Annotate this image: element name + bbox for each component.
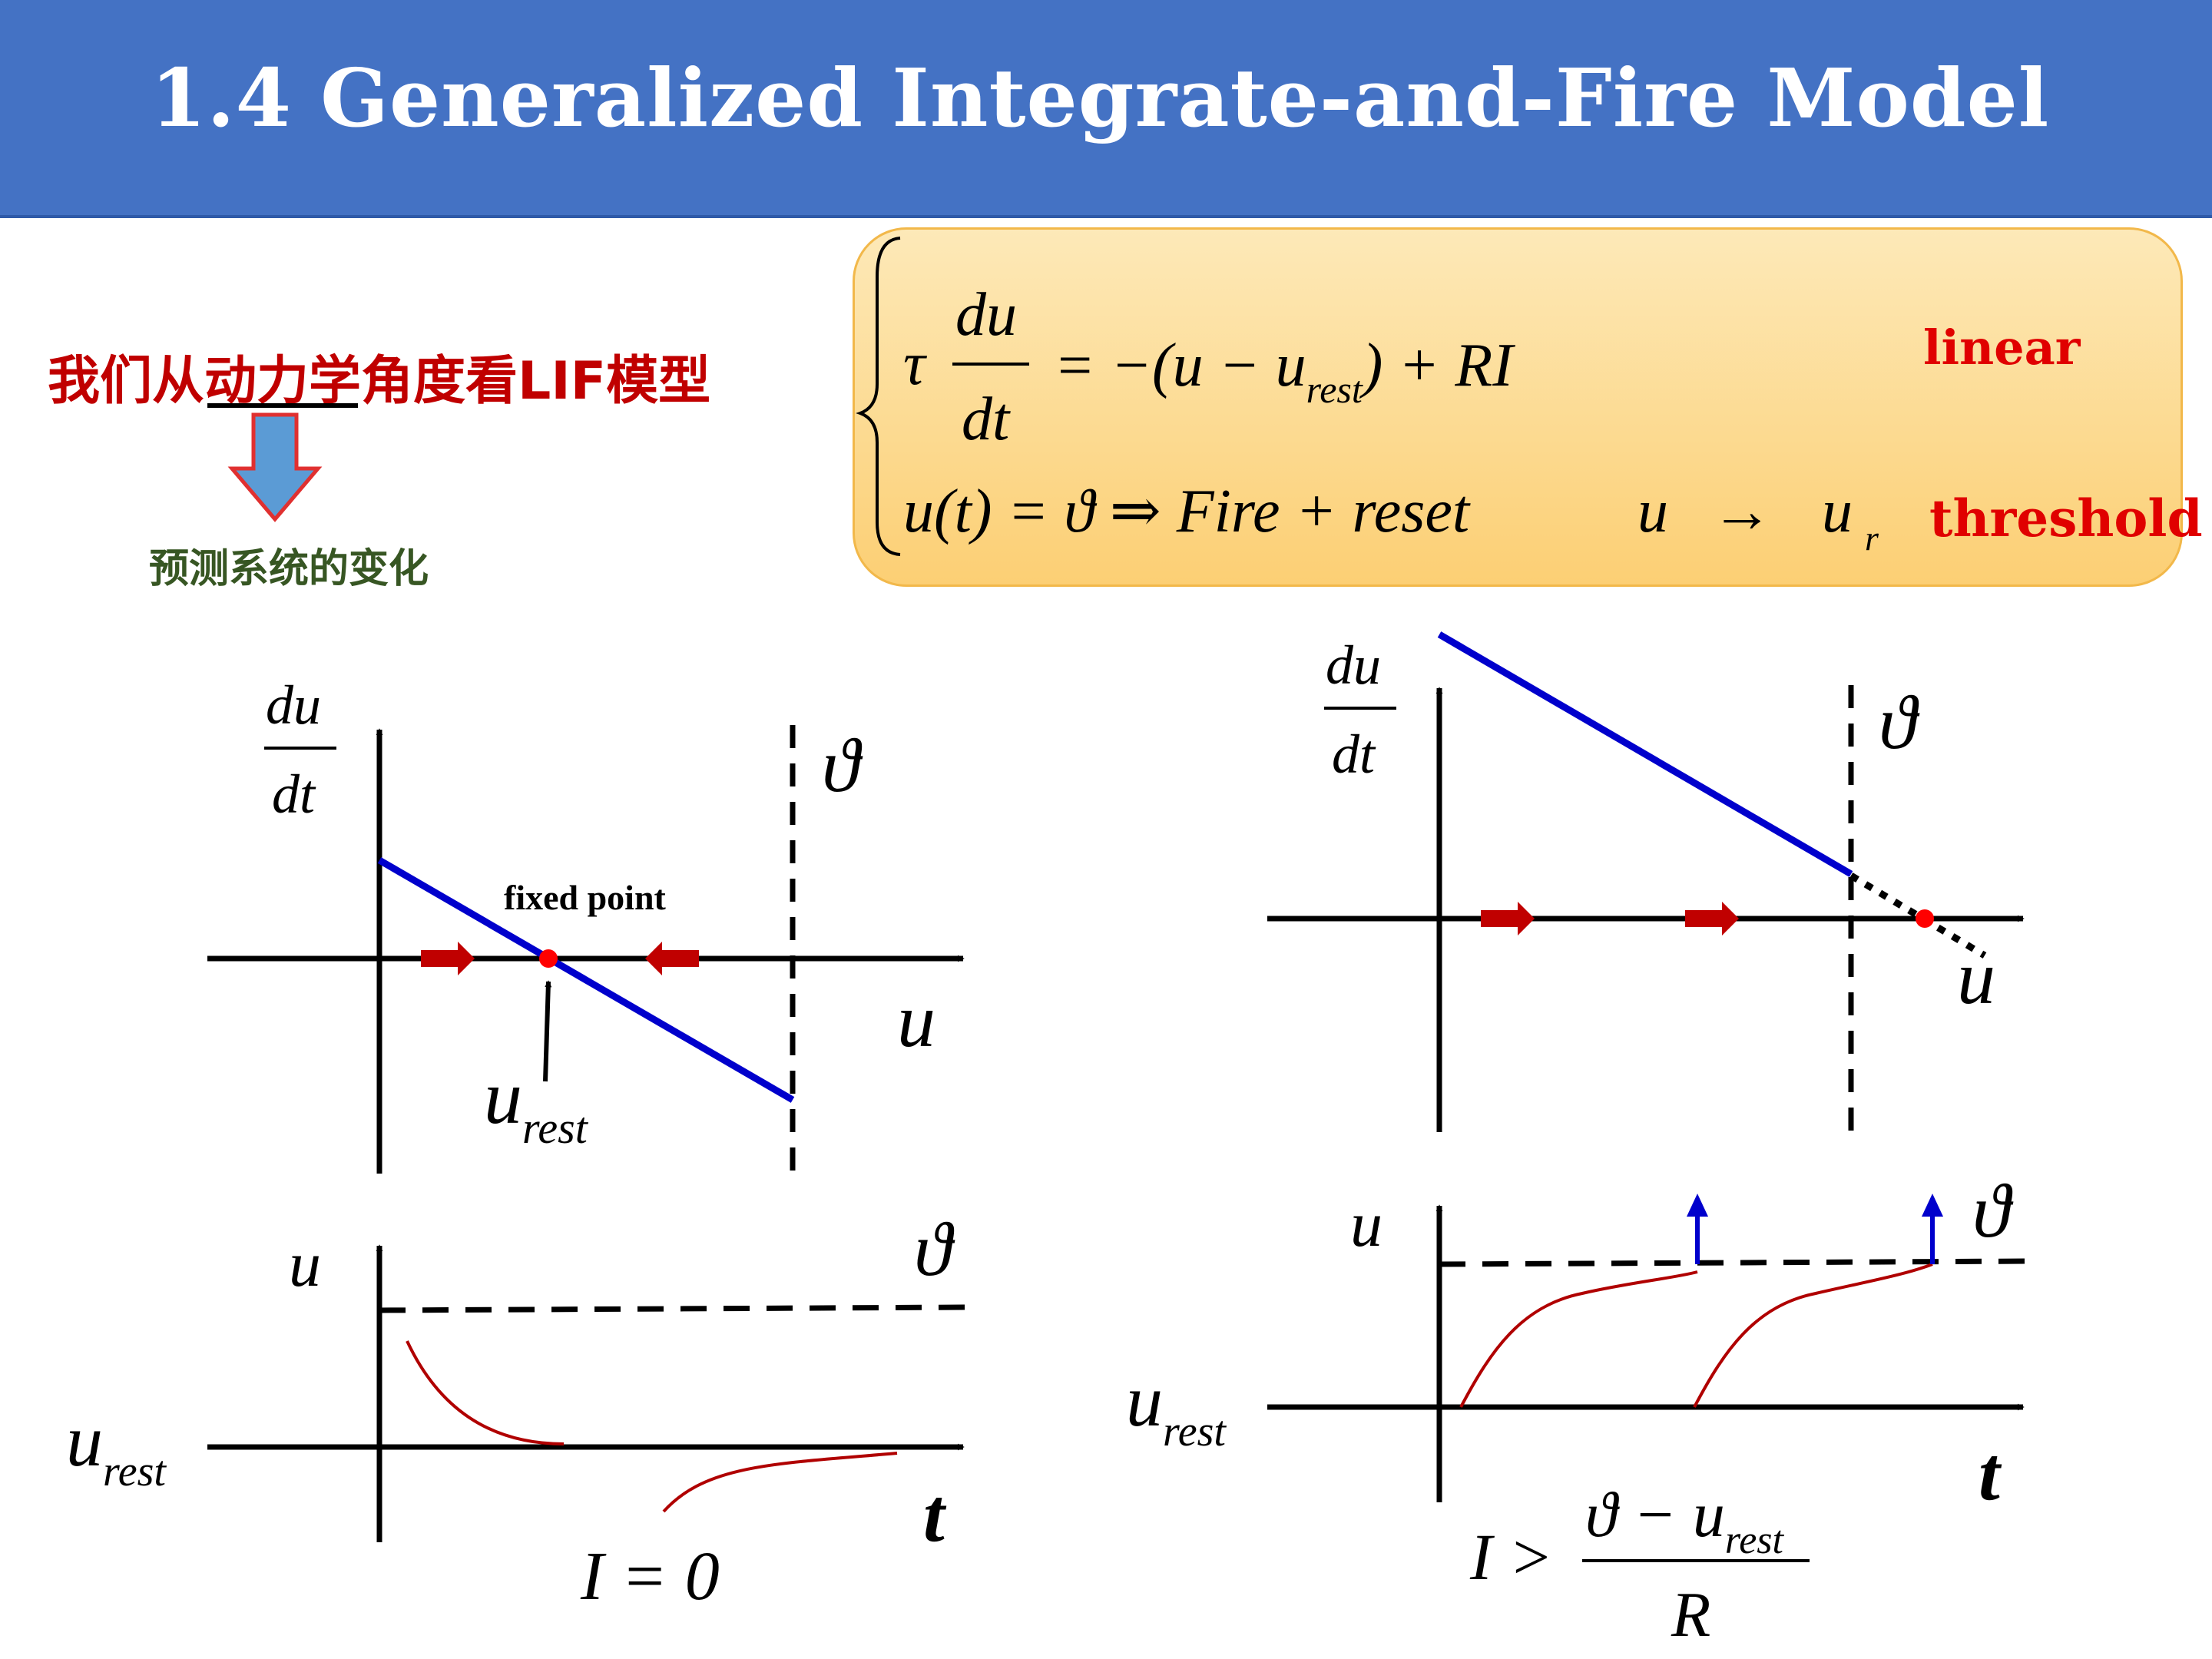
left-phase-ylabel-den: dt — [272, 763, 316, 825]
flow-right-arrow-icon — [1685, 902, 1739, 935]
right-phase-plot: du dt ϑ u — [1267, 631, 2025, 1144]
eq-rhs: = −(u − urest) + RI — [1054, 332, 1515, 411]
right-time-plot: u ϑ t urest I > ϑ − urest R — [1126, 1168, 2027, 1651]
flow-left-arrow-icon — [645, 942, 699, 975]
left-time-threshold-label: ϑ — [914, 1207, 955, 1292]
left-fixed-point — [539, 949, 558, 968]
intro-heading: 我们从动力学角度看LIF模型 — [48, 351, 711, 412]
eq-du: du — [955, 281, 1017, 349]
title-bar: 1.4 Generalized Integrate-and-Fire Model — [0, 0, 2212, 218]
right-time-threshold-label: ϑ — [1972, 1168, 2014, 1253]
down-arrow-icon — [227, 412, 323, 522]
flow-right-arrow-icon — [421, 942, 475, 975]
eq-fire: u(t) = ϑ ⇒ Fire + reset — [903, 478, 1471, 545]
fixed-point-pointer — [543, 980, 552, 1082]
right-phase-ylabel-den: dt — [1332, 724, 1376, 785]
decay-curve-from-below — [662, 1452, 898, 1513]
right-phase-linear-line — [1437, 631, 1853, 877]
tag-threshold: threshold — [1929, 488, 2203, 548]
charge-curve-2 — [1693, 1263, 1933, 1408]
spike-arrowhead-icon — [1687, 1194, 1708, 1217]
eq-dt: dt — [962, 386, 1011, 453]
left-time-plot: u ϑ t urest I = 0 — [66, 1207, 967, 1614]
right-time-threshold-line — [1439, 1258, 2027, 1267]
right-time-condition-num: ϑ − urest — [1585, 1479, 1785, 1562]
right-time-xlabel: t — [1979, 1431, 2002, 1516]
left-phase-rest-label: urest — [484, 1055, 589, 1153]
slide-title: 1.4 Generalized Integrate-and-Fire Model — [151, 51, 2050, 145]
left-phase-xlabel: u — [897, 978, 935, 1063]
flow-right-arrow-icon — [1481, 902, 1535, 935]
eq-reset-u: u — [1637, 478, 1668, 545]
tag-linear: linear — [1923, 320, 2081, 376]
left-time-ylabel: u — [289, 1229, 321, 1300]
right-time-ylabel: u — [1350, 1189, 1382, 1260]
left-time-threshold-line — [379, 1304, 967, 1313]
right-time-condition-den: R — [1671, 1579, 1710, 1651]
right-time-rest-label: urest — [1126, 1359, 1227, 1455]
eq-reset-arrow: → — [1711, 478, 1773, 545]
left-time-rest-label: urest — [66, 1399, 167, 1495]
left-time-xlabel: t — [923, 1472, 947, 1558]
equations: τ du dt = −(u − urest) + RI linear u(t) … — [856, 237, 2203, 558]
left-phase-ylabel-num: du — [266, 674, 321, 736]
equation-box — [853, 227, 2183, 587]
decay-curve-from-above — [406, 1340, 565, 1445]
brace — [856, 237, 901, 556]
spike-arrowhead-icon — [1922, 1194, 1943, 1217]
right-phase-threshold-label: ϑ — [1879, 680, 1920, 765]
right-fixed-point — [1916, 909, 1934, 928]
left-phase-linear-line — [377, 857, 795, 1103]
right-time-condition-lhs: I > — [1469, 1520, 1553, 1594]
left-phase-plot: fixed point du dt u ϑ urest — [207, 674, 965, 1183]
eq-tau: τ — [903, 330, 928, 398]
fixed-point-label: fixed point — [504, 878, 667, 917]
left-phase-threshold-label: ϑ — [822, 723, 863, 808]
right-phase-ylabel-num: du — [1326, 634, 1381, 696]
right-phase-xlabel: u — [1957, 935, 1995, 1020]
left-time-condition: I = 0 — [580, 1538, 720, 1614]
intro-subheading: 预测系统的变化 — [149, 546, 429, 592]
charge-curve-1 — [1459, 1270, 1698, 1408]
